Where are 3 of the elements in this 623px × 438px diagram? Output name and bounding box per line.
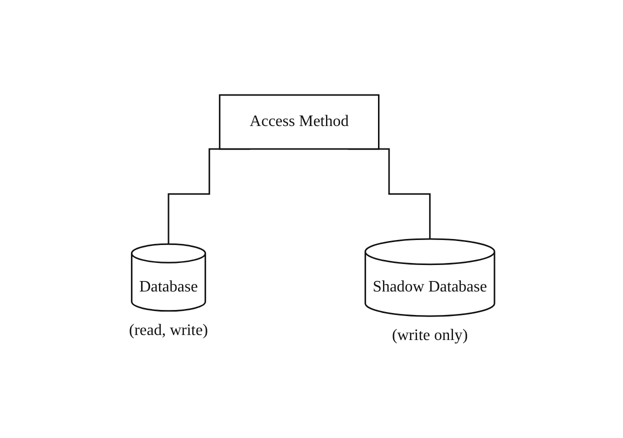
- node-box: Access Method: [218, 94, 380, 150]
- node-caption: (write only): [392, 326, 468, 344]
- node-caption: (read, write): [128, 322, 208, 339]
